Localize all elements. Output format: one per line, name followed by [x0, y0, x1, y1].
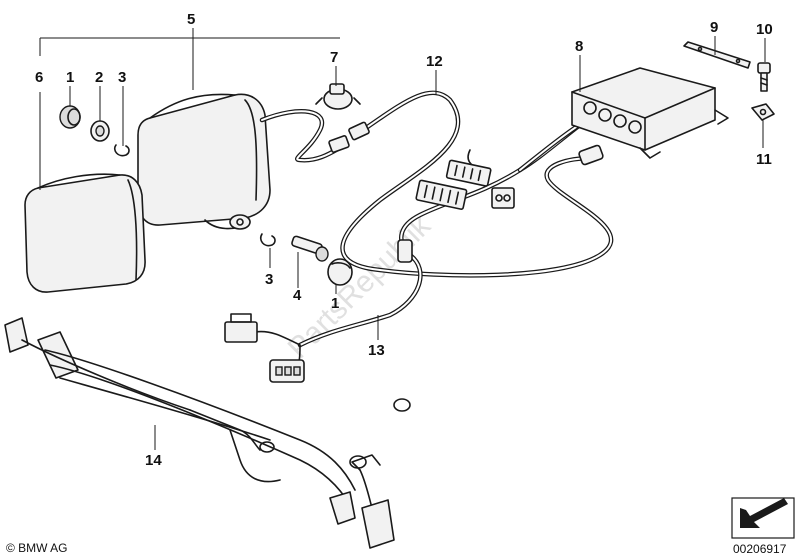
- callout-12: 12: [426, 53, 443, 70]
- mounting-frame-14[interactable]: [4, 317, 411, 549]
- cable-12[interactable]: [340, 90, 614, 278]
- clip-3-bottom[interactable]: [259, 233, 276, 247]
- clip-nut-11[interactable]: [751, 103, 775, 121]
- callout-1-bottom: 1: [331, 295, 339, 312]
- grommet-1-top[interactable]: [59, 105, 81, 129]
- screw-10[interactable]: [757, 62, 771, 92]
- bracket-strip-9[interactable]: [683, 41, 751, 69]
- callout-11: 11: [756, 151, 772, 168]
- arrow-icon: [740, 498, 788, 528]
- callout-3-top: 3: [118, 69, 126, 86]
- clip-3-top[interactable]: [113, 144, 130, 157]
- bolt-4[interactable]: [291, 235, 329, 262]
- wiring-harness-13[interactable]: [224, 115, 593, 383]
- callout-labels: 1 2 3 5 6 7 12 8 9 10 11 3 4 1 13 14: [35, 11, 773, 469]
- callout-1-top: 1: [66, 69, 74, 86]
- lamp-housing-5[interactable]: [137, 93, 350, 230]
- callout-5: 5: [187, 11, 195, 28]
- bulb-socket-7[interactable]: [315, 83, 361, 110]
- leader-lines: [39, 28, 766, 450]
- lamp-lens-6[interactable]: [24, 173, 146, 293]
- callout-7: 7: [330, 49, 338, 66]
- cap-1-bottom[interactable]: [327, 258, 353, 286]
- diagram-number: 00206917: [733, 542, 787, 556]
- callout-14: 14: [145, 452, 162, 469]
- callout-3-bottom: 3: [265, 271, 273, 288]
- copyright-text: © BMW AG: [6, 541, 68, 555]
- callout-13: 13: [368, 342, 385, 359]
- callout-2: 2: [95, 69, 103, 86]
- callout-10: 10: [756, 21, 773, 38]
- diagram-reference-box: [731, 497, 795, 539]
- callout-6: 6: [35, 69, 43, 86]
- callout-8: 8: [575, 38, 583, 55]
- control-unit-8[interactable]: [571, 67, 729, 159]
- washer-2[interactable]: [90, 120, 110, 142]
- callout-9: 9: [710, 19, 718, 36]
- callout-4: 4: [293, 287, 302, 304]
